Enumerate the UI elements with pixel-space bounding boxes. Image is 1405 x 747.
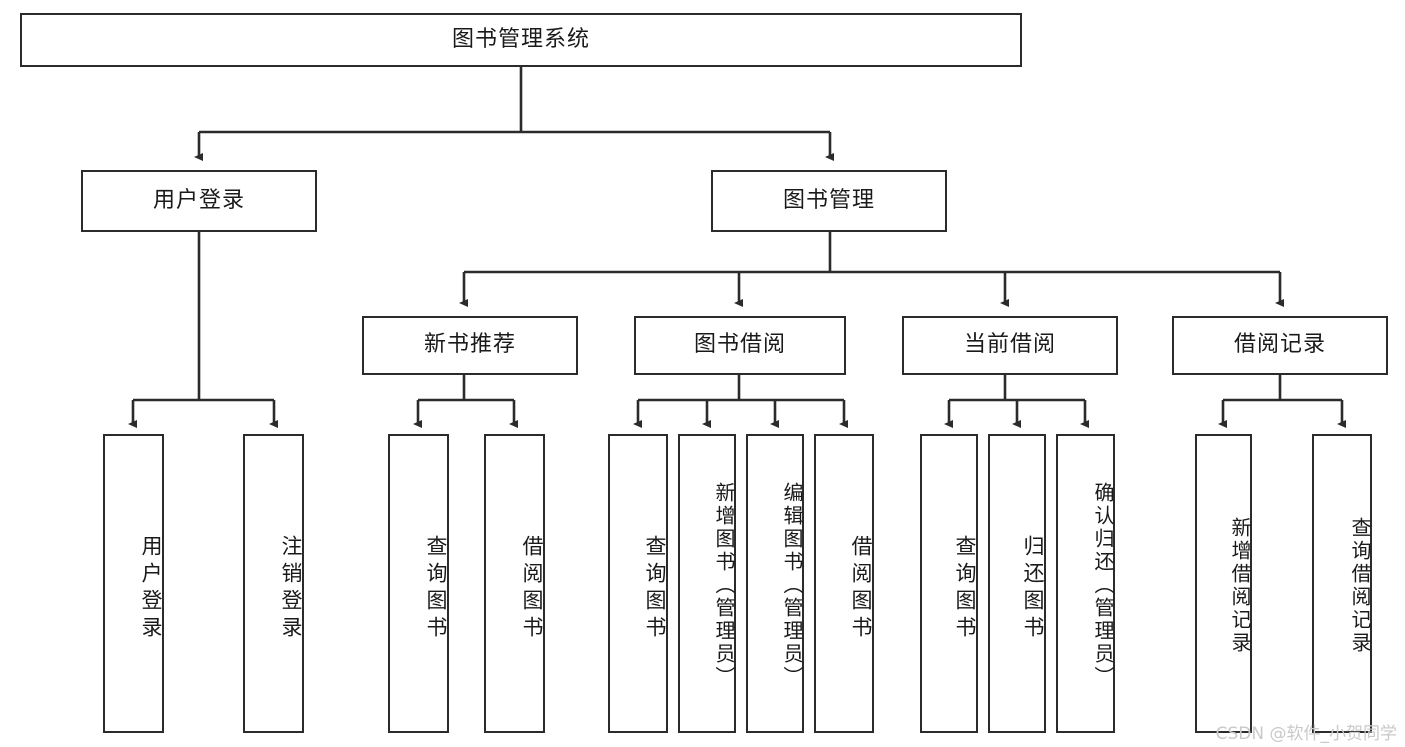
node-current-borrow[interactable]: 当前借阅: [902, 316, 1118, 375]
node-label: 新书推荐: [423, 332, 516, 358]
node-leaf-borrow-book-recommend[interactable]: 借阅图书: [484, 434, 545, 733]
node-leaf-borrow-book[interactable]: 借阅图书: [814, 434, 874, 733]
node-label: 当前借阅: [963, 332, 1056, 358]
node-user-login[interactable]: 用户登录: [81, 170, 317, 232]
node-book-borrow[interactable]: 图书借阅: [634, 316, 846, 375]
node-leaf-add-book-admin[interactable]: 新增图书（管理员）: [678, 434, 736, 733]
node-label: 用户登录: [152, 187, 245, 213]
node-leaf-query-borrow-record[interactable]: 查询借阅记录: [1312, 434, 1372, 733]
node-label: 归还图书: [1021, 534, 1045, 643]
node-leaf-confirm-return-admin[interactable]: 确认归还（管理员）: [1056, 434, 1115, 733]
node-label: 查询图书: [424, 534, 448, 643]
node-leaf-edit-book-admin[interactable]: 编辑图书（管理员）: [746, 434, 804, 733]
node-leaf-logout[interactable]: 注销登录: [243, 434, 304, 733]
node-leaf-add-borrow-record[interactable]: 新增借阅记录: [1195, 434, 1252, 733]
node-leaf-query-book-current[interactable]: 查询图书: [920, 434, 978, 733]
node-label: 借阅图书: [849, 534, 873, 643]
node-leaf-query-book-recommend[interactable]: 查询图书: [388, 434, 449, 733]
node-label: 新增借阅记录: [1228, 516, 1252, 655]
node-label: 图书借阅: [693, 332, 786, 358]
node-root-book-management-system[interactable]: 图书管理系统: [20, 13, 1022, 67]
node-book-management[interactable]: 图书管理: [711, 170, 947, 232]
csdn-watermark: CSDN @软件_小贺同学: [1215, 724, 1397, 744]
node-label: 借阅记录: [1233, 332, 1326, 358]
node-borrow-record[interactable]: 借阅记录: [1172, 316, 1388, 375]
node-label: 图书管理系统: [451, 26, 590, 52]
node-label: 编辑图书（管理员）: [780, 482, 804, 689]
node-new-book-recommend[interactable]: 新书推荐: [362, 316, 578, 375]
node-label: 查询图书: [953, 534, 977, 643]
node-label: 注销登录: [279, 534, 303, 643]
node-leaf-query-book-borrow[interactable]: 查询图书: [608, 434, 668, 733]
node-label: 图书管理: [782, 187, 875, 213]
node-label: 查询图书: [643, 534, 667, 643]
node-label: 查询借阅记录: [1348, 516, 1372, 655]
node-label: 用户登录: [139, 534, 163, 643]
node-label: 新增图书（管理员）: [712, 482, 736, 689]
node-leaf-return-book[interactable]: 归还图书: [988, 434, 1046, 733]
node-leaf-user-login[interactable]: 用户登录: [103, 434, 164, 733]
node-label: 确认归还（管理员）: [1091, 482, 1115, 689]
node-label: 借阅图书: [520, 534, 544, 643]
